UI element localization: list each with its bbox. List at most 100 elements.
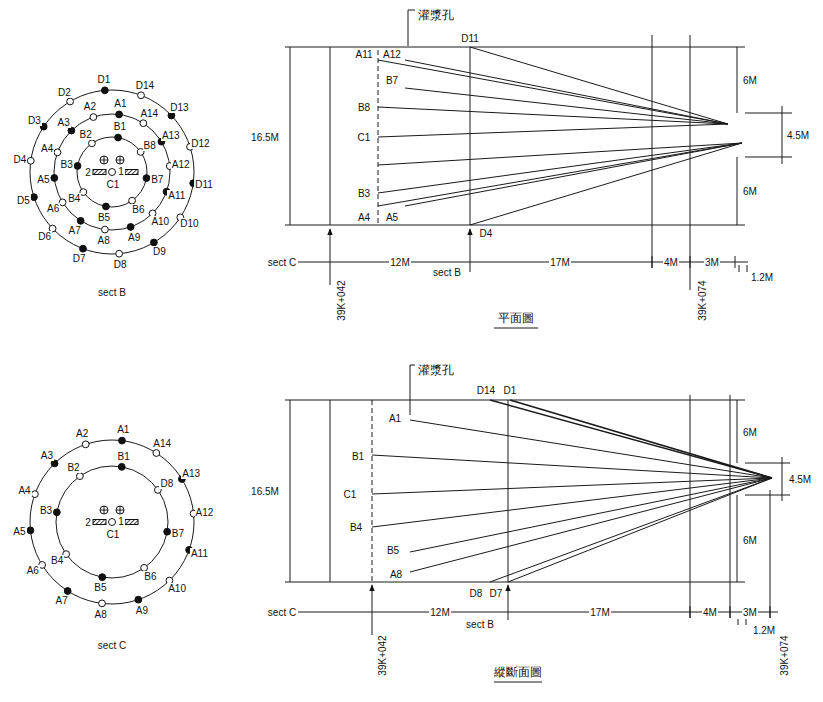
hole-label: A14 bbox=[139, 108, 159, 119]
hole-label: A1 bbox=[113, 98, 127, 109]
frame-line bbox=[285, 225, 690, 226]
hole-label: B8 bbox=[143, 140, 157, 151]
hole-label: A10 bbox=[167, 583, 187, 594]
dimension-label: 16.5M bbox=[250, 486, 280, 497]
leader-line bbox=[410, 365, 415, 415]
hole-label: A4 bbox=[40, 143, 54, 154]
grout-hole bbox=[116, 111, 123, 118]
dimension-label: 16.5M bbox=[250, 132, 280, 143]
grout-hole-line bbox=[470, 143, 742, 225]
grout-ring bbox=[30, 440, 194, 604]
hole-label: D14 bbox=[476, 385, 496, 396]
grout-hole-line bbox=[378, 60, 728, 124]
hole-label: D8 bbox=[159, 478, 174, 489]
hole-label: B7 bbox=[150, 174, 164, 185]
hole-label: A9 bbox=[127, 232, 141, 243]
dimension-line bbox=[737, 47, 738, 113]
hole-label: C1 bbox=[357, 132, 372, 143]
grout-hole bbox=[150, 239, 157, 246]
dimension-line bbox=[745, 495, 790, 496]
hole-label: A11 bbox=[167, 190, 186, 201]
section-title: sect B bbox=[97, 287, 127, 298]
hole-label: C1 bbox=[106, 529, 121, 540]
grout-ring bbox=[54, 114, 170, 230]
grout-hole bbox=[64, 588, 71, 595]
hole-label: B4 bbox=[349, 522, 363, 533]
hole-label: D2 bbox=[57, 87, 72, 98]
dimension-label: 6M bbox=[742, 186, 758, 197]
dimension-tick bbox=[690, 256, 691, 268]
station-label: 39K+074 bbox=[696, 279, 707, 321]
section-label: sect C bbox=[267, 257, 297, 268]
survey-mark bbox=[116, 156, 124, 164]
hole-label: D5 bbox=[16, 195, 31, 206]
dimension-line bbox=[298, 262, 748, 263]
grout-hole bbox=[138, 92, 145, 99]
survey-mark bbox=[104, 156, 105, 164]
hole-label: B1 bbox=[113, 121, 127, 132]
hole-label: D11 bbox=[460, 33, 480, 44]
dimension-line bbox=[730, 582, 745, 583]
grout-hole-line bbox=[405, 60, 728, 124]
hole-label: B8 bbox=[357, 102, 371, 113]
dimension-tick bbox=[690, 606, 691, 618]
grout-hole bbox=[82, 441, 89, 448]
grout-hole bbox=[119, 437, 126, 444]
grout-hole bbox=[27, 157, 34, 164]
grout-hole-line bbox=[510, 400, 772, 478]
frame-line bbox=[330, 400, 331, 582]
grout-ring bbox=[77, 137, 147, 207]
hole-label: A1 bbox=[388, 413, 402, 424]
grout-hole bbox=[90, 114, 97, 121]
hole-label: D8 bbox=[469, 588, 484, 599]
view-caption: 平面圖 bbox=[497, 312, 535, 325]
grout-hole-line bbox=[372, 478, 772, 494]
grout-hole-line bbox=[470, 47, 728, 124]
hole-label: A7 bbox=[55, 595, 69, 606]
grout-ring bbox=[30, 90, 194, 254]
dimension-line bbox=[782, 106, 783, 164]
pipe-symbol bbox=[125, 520, 138, 525]
grout-hole bbox=[109, 519, 116, 526]
hole-label: B5 bbox=[93, 582, 107, 593]
grout-hole bbox=[129, 197, 136, 204]
survey-mark bbox=[120, 156, 121, 164]
grout-hole bbox=[27, 527, 34, 534]
frame-line bbox=[652, 35, 653, 268]
hole-label: A3 bbox=[40, 450, 54, 461]
hole-label: A3 bbox=[57, 117, 71, 128]
hole-label: B7 bbox=[171, 528, 185, 539]
dimension-tick bbox=[735, 256, 736, 268]
grout-hole-line bbox=[405, 88, 728, 124]
grout-hole bbox=[127, 224, 134, 231]
grout-ring bbox=[56, 466, 168, 578]
dimension-line bbox=[737, 495, 738, 582]
hole-label: D6 bbox=[37, 231, 52, 242]
grout-hole bbox=[76, 473, 83, 480]
grout-hole-line bbox=[508, 478, 772, 582]
hole-label: B3 bbox=[39, 505, 53, 516]
grout-hole bbox=[99, 574, 106, 581]
grout-hole-line bbox=[378, 143, 742, 193]
grout-hole-line bbox=[378, 143, 742, 206]
hole-label: A8 bbox=[96, 235, 110, 246]
grout-hole-line bbox=[410, 478, 772, 552]
grout-hole bbox=[101, 87, 108, 94]
station-arrow bbox=[330, 229, 331, 285]
dimension-label: 1.2M bbox=[752, 625, 776, 636]
hole-label: B6 bbox=[131, 204, 145, 215]
hole-label: A11 bbox=[354, 49, 373, 60]
grout-hole bbox=[89, 140, 96, 147]
grout-hole-line bbox=[378, 107, 728, 124]
dimension-line bbox=[737, 400, 738, 463]
frame-line bbox=[330, 47, 331, 225]
dimension-label: 3M bbox=[704, 257, 720, 268]
pipe-number: 1 bbox=[117, 516, 125, 527]
dimension-label: 17M bbox=[549, 257, 570, 268]
leader-line bbox=[408, 10, 415, 46]
hole-label: B3 bbox=[357, 188, 371, 199]
grout-hole bbox=[77, 217, 84, 224]
hole-label: B1 bbox=[117, 451, 131, 462]
grout-hole-line bbox=[410, 478, 772, 572]
